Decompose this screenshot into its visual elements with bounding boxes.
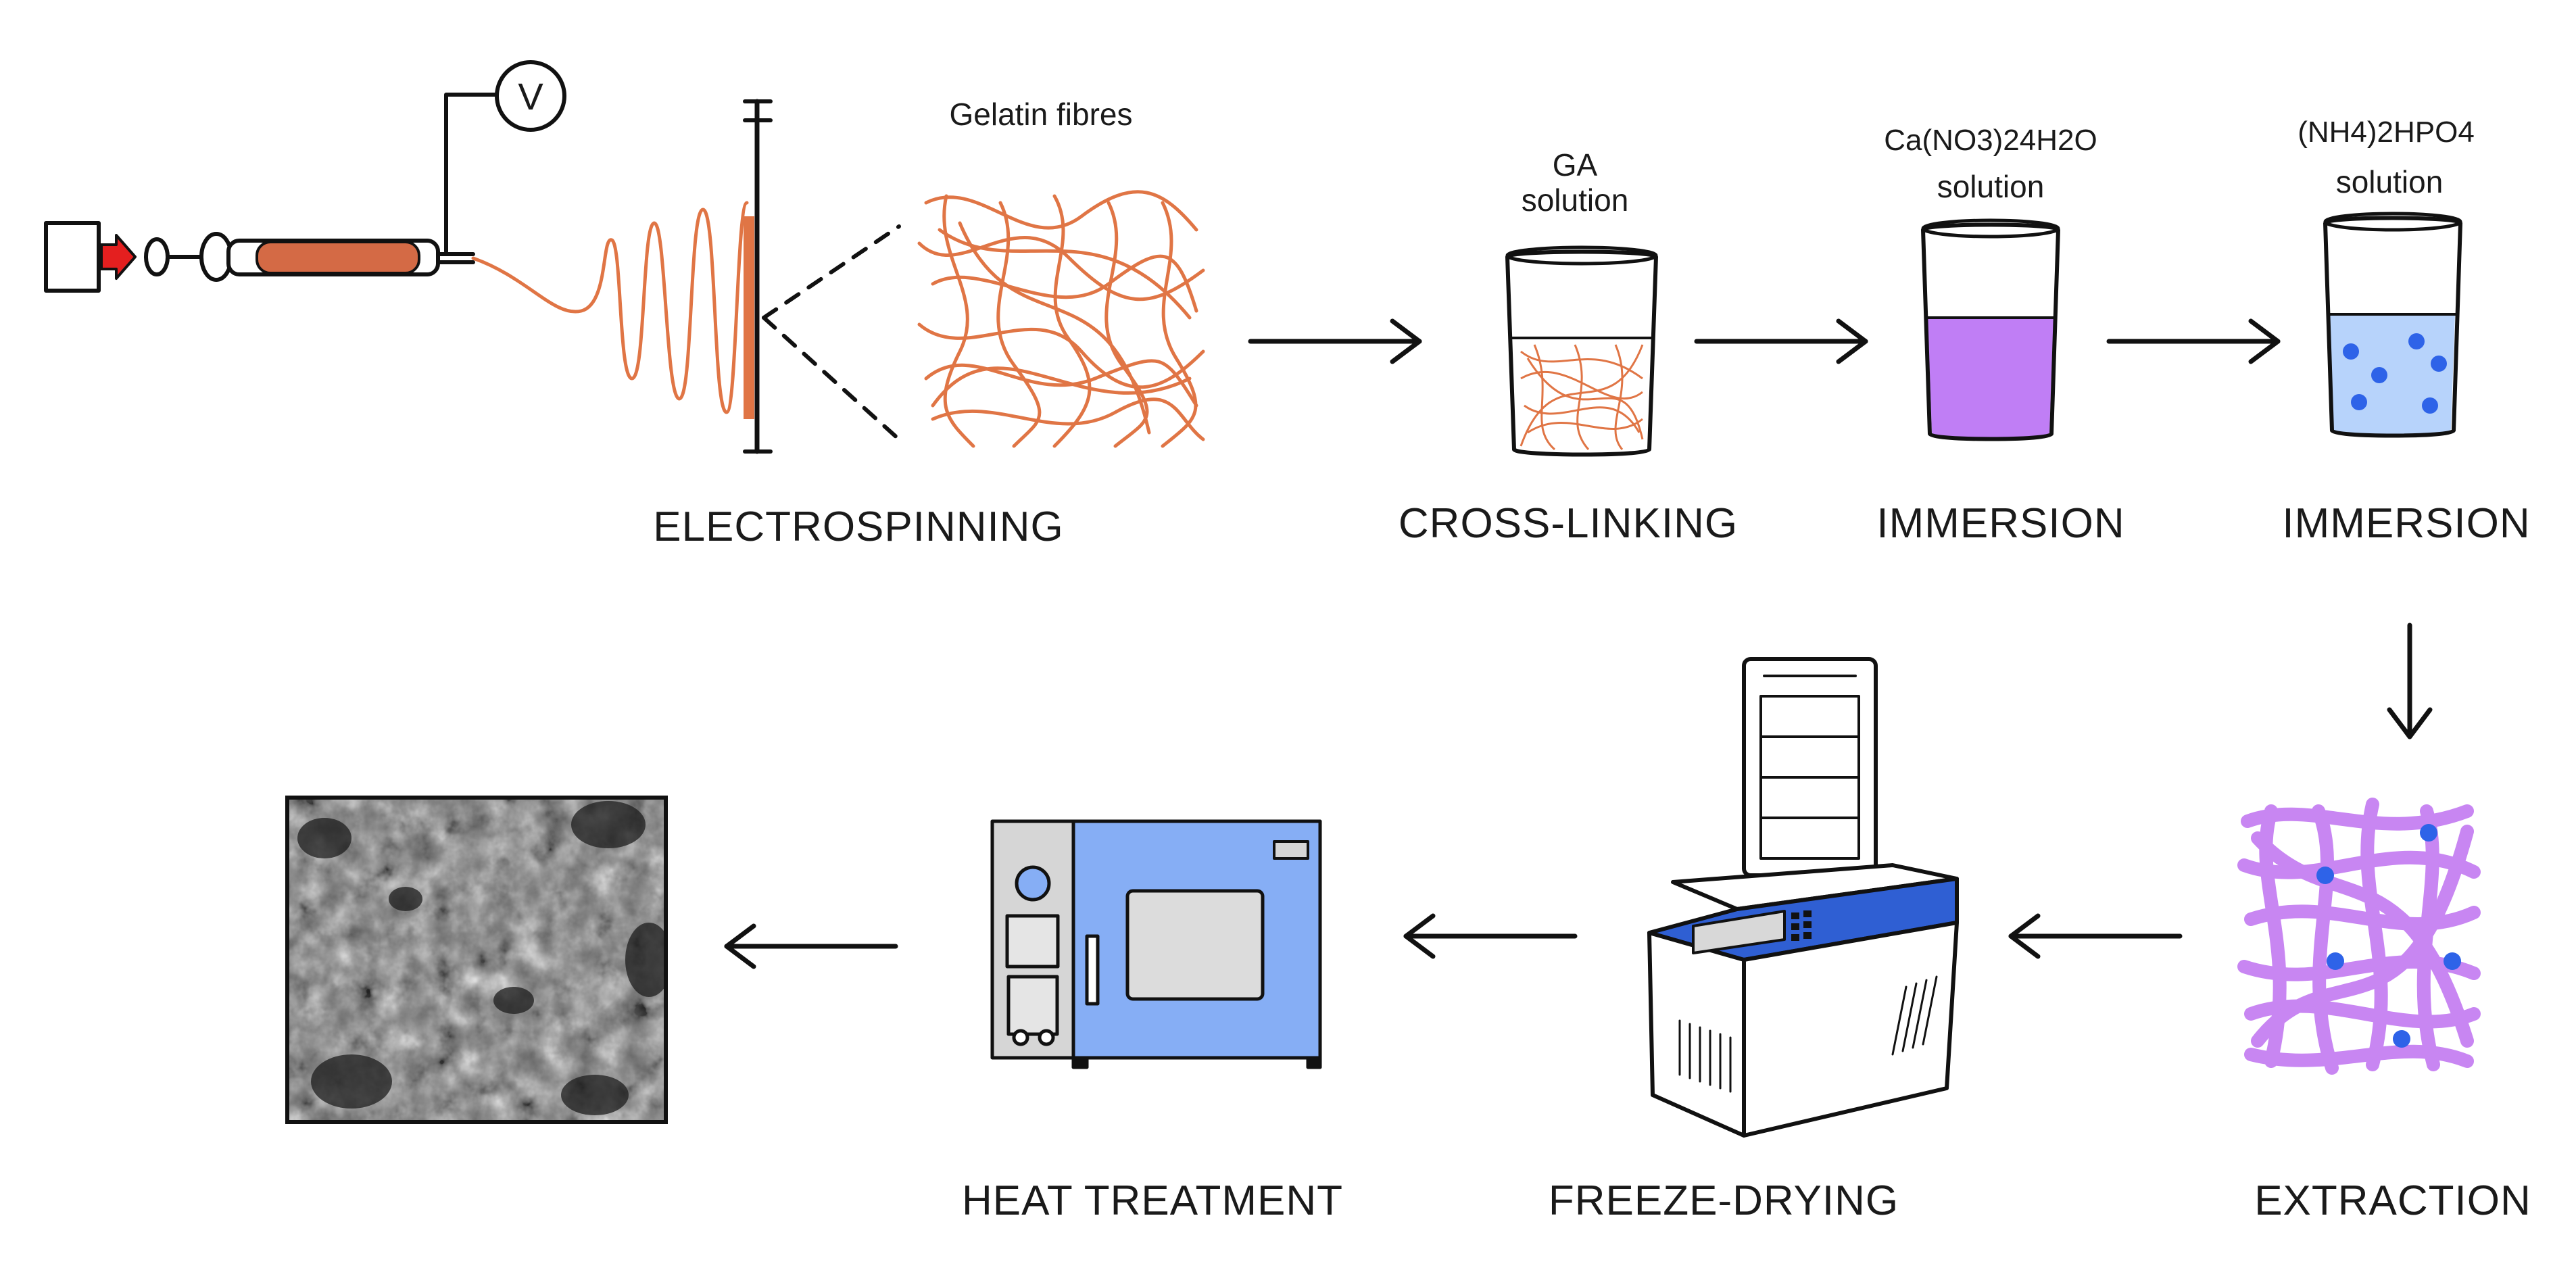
sem-micrograph — [285, 796, 668, 1124]
syringe-pump-block — [44, 221, 101, 293]
step-heat-treatment: HEAT TREATMENT — [962, 1177, 1343, 1224]
collector-deposit — [744, 216, 754, 419]
arrow-heat-to-result — [724, 923, 898, 969]
oven-window — [1125, 889, 1265, 1001]
step-crosslinking: CROSS-LINKING — [1399, 500, 1738, 547]
arrow-immersion-to-immersion — [2106, 318, 2281, 364]
zoom-line-top — [762, 224, 901, 320]
step-freeze-drying: FREEZE-DRYING — [1549, 1177, 1899, 1224]
calcium-beaker — [1921, 218, 2060, 441]
arrow-freezedrying-to-heat — [1403, 913, 1578, 959]
ga-label-line1: GA — [1553, 147, 1598, 182]
extraction-scaffold — [2237, 798, 2481, 1075]
arrow-immersion-to-extraction — [2387, 623, 2433, 739]
voltmeter-label: V — [518, 75, 543, 118]
ga-beaker — [1505, 245, 1658, 457]
freeze-dryer-display — [1692, 910, 1786, 954]
step-immersion-phosphate: IMMERSION — [2282, 500, 2530, 547]
nh4-solution-label: solution — [2336, 164, 2444, 199]
voltmeter-icon — [495, 60, 566, 132]
pump-arrow-icon — [100, 234, 137, 280]
gelatin-fibres-label: Gelatin fibres — [949, 97, 1132, 132]
step-electrospinning: ELECTROSPINNING — [653, 504, 1064, 550]
electrospinning-setup — [44, 60, 901, 454]
zoom-line-bottom — [762, 316, 901, 441]
arrow-crosslinking-to-immersion — [1694, 318, 1868, 364]
arrow-extraction-to-freezedrying — [2008, 913, 2183, 959]
syringe-solution — [256, 241, 420, 274]
oven-dial — [1015, 865, 1051, 902]
step-extraction: EXTRACTION — [2254, 1177, 2531, 1224]
ca-solution-label: solution — [1937, 169, 2045, 204]
ga-label-line2: solution — [1522, 182, 1629, 218]
extraction-dots — [2316, 824, 2461, 1048]
nh4-formula-label: (NH4)2HPO4 — [2298, 116, 2475, 149]
step-immersion-calcium: IMMERSION — [1876, 500, 2124, 547]
electrospinning-jet — [471, 201, 749, 414]
oven — [990, 819, 1322, 1069]
gelatin-fibres-mesh — [917, 190, 1205, 448]
phosphate-beaker — [2323, 212, 2462, 438]
plunger-disc — [144, 237, 170, 276]
freeze-dryer — [1647, 657, 1959, 1138]
ca-formula-label: Ca(NO3)24H2O — [1884, 124, 2097, 157]
arrow-electrospinning-to-crosslinking — [1248, 318, 1422, 364]
